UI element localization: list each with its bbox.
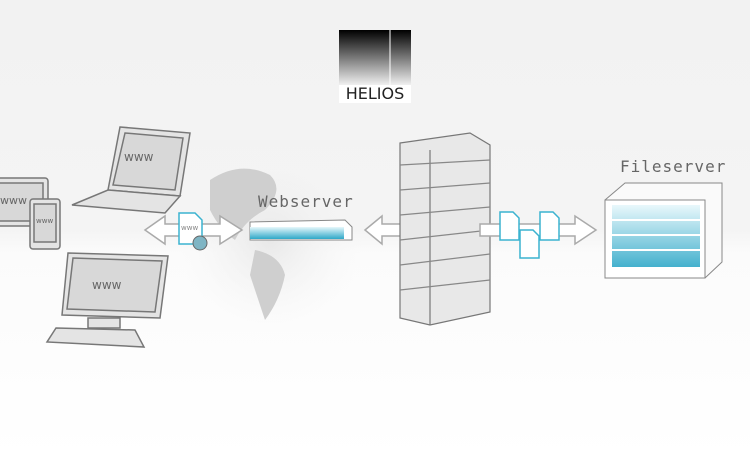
web-document-text: www xyxy=(181,224,199,232)
fileserver-icon xyxy=(604,182,723,279)
file-transfer-arrow xyxy=(479,211,598,259)
webserver-label: Webserver xyxy=(258,192,354,211)
phone-screen-text: www xyxy=(36,217,54,225)
fileserver-label: Fileserver xyxy=(620,157,727,176)
helios-logo xyxy=(339,30,411,103)
firewall-icon xyxy=(399,132,491,326)
firewall-arrow xyxy=(363,214,406,246)
tablet-screen-text: www xyxy=(0,194,27,207)
chart-file-icon xyxy=(539,211,560,241)
desktop-monitor-icon xyxy=(45,252,169,348)
webserver-icon xyxy=(249,219,353,241)
monitor-screen-text: www xyxy=(92,278,122,292)
web-document-icon xyxy=(178,212,208,251)
document-file-icon xyxy=(499,211,520,241)
laptop-icon xyxy=(71,126,191,214)
audio-file-icon xyxy=(519,229,540,259)
helios-logo-text: HELIOS xyxy=(345,84,405,103)
laptop-screen-text: www xyxy=(124,150,154,164)
phone-icon xyxy=(29,198,61,250)
